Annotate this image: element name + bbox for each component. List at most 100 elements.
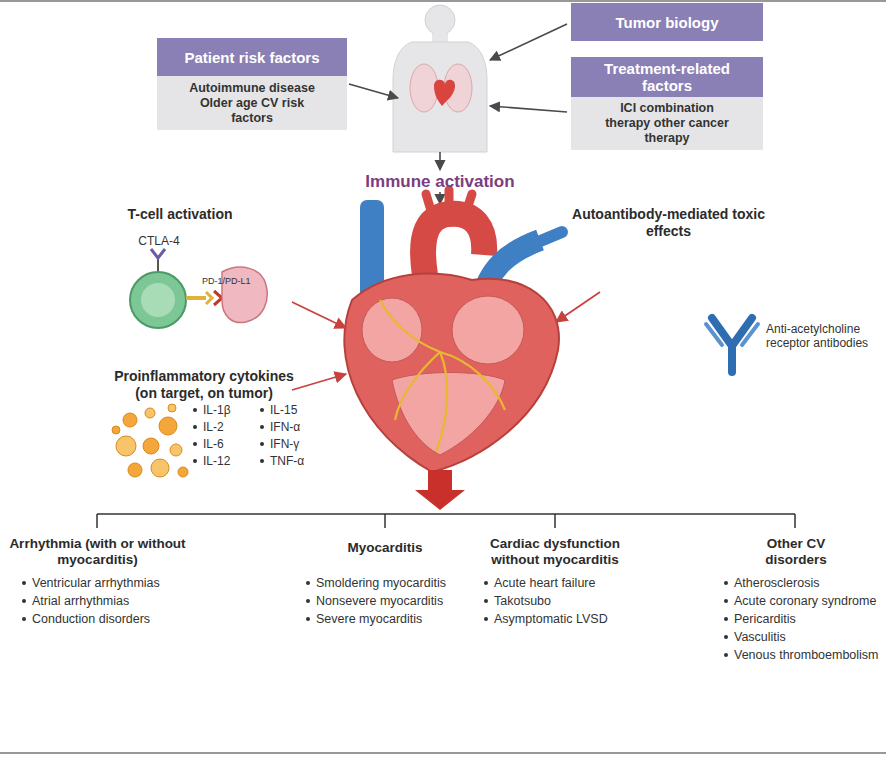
bullet-dot [306,599,310,603]
mechanism-arrow [556,292,600,322]
cytokine-name: IFN-γ [270,437,299,451]
cytokine-name: IL-15 [270,403,297,417]
cytokine-dot [178,467,188,477]
cytokine-name: IL-12 [203,454,230,468]
cytokine-dot [123,413,137,427]
bracket-tick [554,514,556,528]
bullet-dot [193,459,197,463]
cytokine-dot [143,438,159,454]
bullet-row: Severe myocarditis [306,612,476,627]
aortic-branch [426,194,432,214]
bullet-dot [724,617,728,621]
heart-illustration [344,190,562,472]
category-heading: Arrhythmia (with or without myocarditis) [0,536,195,568]
stage-heading: Immune activation [320,172,560,192]
activation-arrow [439,152,441,170]
outcome-arrow [415,470,465,510]
box-heading: Patient risk factors [184,49,319,66]
bullet-row: Pericarditis [724,612,886,627]
lung-shape [410,64,438,112]
ctla4-receptor [151,249,165,258]
heart-chamber [452,296,524,364]
top-rule [0,0,886,1]
cytokine-dot [151,459,169,477]
pd1-receptor [186,296,206,300]
bullet-dot [193,425,197,429]
category-heading: Myocarditis [310,540,460,556]
bullet-dot [260,442,264,446]
receptor-name: CTLA-4 [124,234,194,248]
bullet-dot [260,425,264,429]
bullet-row: IFN-γ [260,437,320,451]
bullet-row: Conduction disorders [22,612,202,627]
bullet-dot [22,617,26,621]
outcome-item: Atrial arrhythmias [32,594,129,608]
target-cell [222,267,267,322]
outcome-item: Conduction disorders [32,612,150,626]
outcome-item: Atherosclerosis [734,576,819,590]
heart-chamber [362,298,422,362]
bracket-line [97,513,795,515]
small-heart [434,80,455,106]
box-heading-band: Treatment-related factors [571,57,763,97]
bullet-row: Nonsevere myocarditis [306,594,476,609]
factor-arrow [490,106,567,112]
outcome-item: Asymptomatic LVSD [494,612,608,626]
outcome-item: Acute heart failure [494,576,595,590]
cytokine-name: TNF-α [270,454,304,468]
aortic-branch [466,194,472,212]
bullet-dot [193,408,197,412]
outcome-item: Severe myocarditis [316,612,422,626]
bullet-row: Atrial arrhythmias [22,594,202,609]
cytokine-dot [145,408,155,418]
outcome-item: Acute coronary syndrome [734,594,876,608]
bullet-row: Vasculitis [724,630,886,645]
heart-body [344,274,559,472]
cytokine-dot [116,436,136,456]
antibody-heavy-chain [712,318,752,372]
factor-box: Treatment-related factorsICI combination… [571,57,763,150]
mechanism-heading: T-cell activation [90,206,270,223]
cytokine-name: IL-6 [203,437,224,451]
bullet-dot [484,617,488,621]
bullet-row: IL-15 [260,403,320,417]
human-figure [393,5,487,152]
bottom-rule [0,752,886,753]
mechanism-arrow [292,302,346,328]
bullet-dot [193,442,197,446]
outcome-item: Pericarditis [734,612,796,626]
bullet-dot [724,635,728,639]
bullet-row: IL-1β [193,403,253,417]
cytokine-dot [128,463,142,477]
bullet-dot [724,653,728,657]
bullet-row: Atherosclerosis [724,576,886,591]
outcome-item: Venous thromboembolism [734,648,879,662]
figure-torso [393,42,487,152]
antibody-light-chain [706,324,758,345]
bullet-dot [724,581,728,585]
bullet-row: Ventricular arrhythmias [22,576,202,591]
pulmonary-branch [538,232,562,242]
mechanism-heading: Autoantibody-mediated toxic effects [566,206,771,240]
t-cell [130,272,186,328]
bullet-row: Asymptomatic LVSD [484,612,654,627]
box-body-band: ICI combination therapy other cancer the… [571,97,763,150]
box-heading: Tumor biology [615,14,718,31]
bullet-dot [306,581,310,585]
outcome-item: Ventricular arrhythmias [32,576,160,590]
figure-head [425,5,455,35]
box-body-band: Autoimmune disease Older age CV risk fac… [157,76,347,130]
outcome-item: Nonsevere myocarditis [316,594,443,608]
bracket-tick [96,514,98,528]
t-cell-illustration [130,249,267,328]
bullet-row: IL-6 [193,437,253,451]
antibody-name: Anti-acetylcholine receptor antibodies [766,322,884,351]
cytokine-cluster [112,404,188,477]
bullet-row: TNF-α [260,454,320,468]
bullet-dot [260,408,264,412]
box-heading: Treatment-related factors [579,60,755,94]
bullet-dot [306,617,310,621]
bracket-tick [794,514,796,528]
factor-arrow [490,24,567,60]
